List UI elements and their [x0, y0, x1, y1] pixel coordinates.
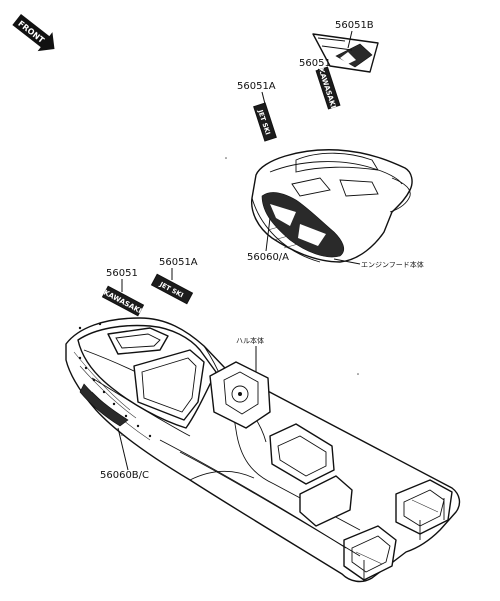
label-hull-body: ハル本体 — [236, 336, 264, 345]
label-engine-hood: エンジンフード本体 — [361, 260, 424, 269]
engine-hood — [251, 149, 413, 263]
label-56051B: 56051B — [335, 20, 374, 31]
front-arrow-icon: FRONT — [12, 13, 55, 52]
scan-marks — [121, 157, 359, 436]
label-56051A-left: 56051A — [159, 257, 198, 268]
label-56051A-top: 56051A — [237, 81, 276, 92]
label-56060A: 56060/A — [247, 252, 289, 263]
decal-56051-top: KAWASAKI — [315, 66, 341, 110]
label-56051-left: 56051 — [106, 268, 138, 279]
callouts: 56051B 56051 56051A 56060/A エンジンフード本体 56… — [100, 20, 424, 481]
label-56060BC: 56060B/C — [100, 470, 149, 481]
hull-body — [65, 317, 461, 583]
label-56051-top: 56051 — [299, 58, 331, 69]
decal-56051B — [312, 33, 379, 73]
decal-56051A-top: JET SKI — [253, 102, 277, 142]
decal-56051-left: KAWASAKI — [101, 285, 145, 317]
